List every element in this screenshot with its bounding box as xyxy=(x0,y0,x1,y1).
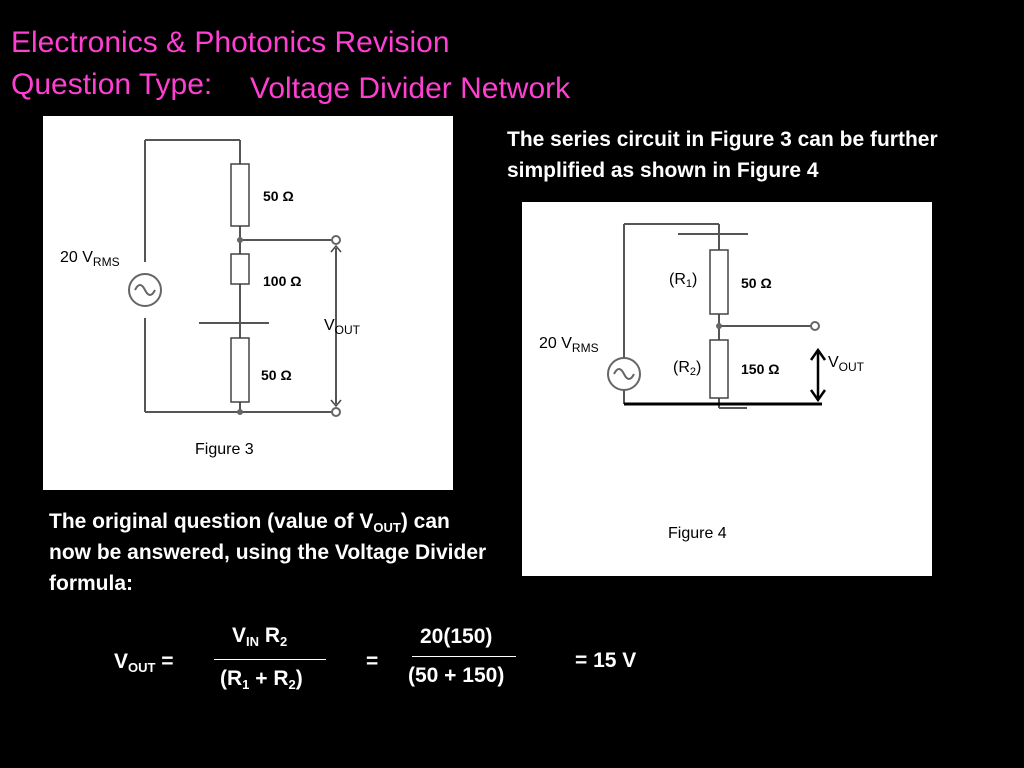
r2-name: (R2) xyxy=(673,359,701,378)
terminal-top xyxy=(331,235,341,245)
fraction-bar-1 xyxy=(214,659,326,660)
source-label: 20 VRMS xyxy=(539,335,599,355)
explanation-paragraph: The series circuit in Figure 3 can be fu… xyxy=(507,128,938,182)
r-top-label: 50 Ω xyxy=(263,188,294,204)
r-bottom-label: 50 Ω xyxy=(261,367,292,383)
formula-denominator-1: (R1 + R2) xyxy=(220,667,303,692)
r1-name: (R1) xyxy=(669,271,697,290)
resistor-bottom xyxy=(230,337,250,403)
formula-result: = 15 V xyxy=(575,649,637,672)
resistor-mid xyxy=(230,253,250,285)
figure-3-caption: Figure 3 xyxy=(195,441,254,458)
question-type-label: Question Type: xyxy=(11,68,213,101)
question-paragraph: The original question (value of VOUT) ca… xyxy=(49,510,487,595)
formula-denominator-2: (50 + 150) xyxy=(408,664,505,687)
figure-4-caption: Figure 4 xyxy=(668,525,727,542)
vout-label: VOUT xyxy=(828,354,865,374)
resistor-r1 xyxy=(709,249,729,315)
r1-value: 50 Ω xyxy=(741,275,772,291)
terminal-top xyxy=(810,321,820,331)
question-topic: Voltage Divider Network xyxy=(250,72,571,105)
formula-numerator-1: VIN R2 xyxy=(232,624,288,649)
fraction-bar-2 xyxy=(412,656,516,657)
resistor-r2 xyxy=(709,339,729,399)
formula-numerator-2: 20(150) xyxy=(420,625,493,648)
figure-3-panel: 50 Ω 100 Ω 50 Ω 20 VRMS VOUT Figure 3 xyxy=(43,116,453,490)
r2-value: 150 Ω xyxy=(741,361,779,377)
r-mid-label: 100 Ω xyxy=(263,273,301,289)
vout-label: VOUT xyxy=(324,317,361,337)
slide-title: Electronics & Photonics Revision xyxy=(11,26,450,59)
formula-equals: = xyxy=(366,650,379,673)
figure-3-circuit: 50 Ω 100 Ω 50 Ω 20 VRMS VOUT Figure 3 xyxy=(60,139,361,458)
resistor-top xyxy=(230,163,250,227)
figure-4-panel: (R1) 50 Ω (R2) 150 Ω 20 VRMS VOUT Figure… xyxy=(522,202,932,576)
source-label: 20 VRMS xyxy=(60,249,120,269)
figure-4-circuit: (R1) 50 Ω (R2) 150 Ω 20 VRMS VOUT Figure… xyxy=(539,223,865,542)
terminal-bottom xyxy=(331,407,341,417)
formula-lhs: VOUT = xyxy=(114,650,174,675)
